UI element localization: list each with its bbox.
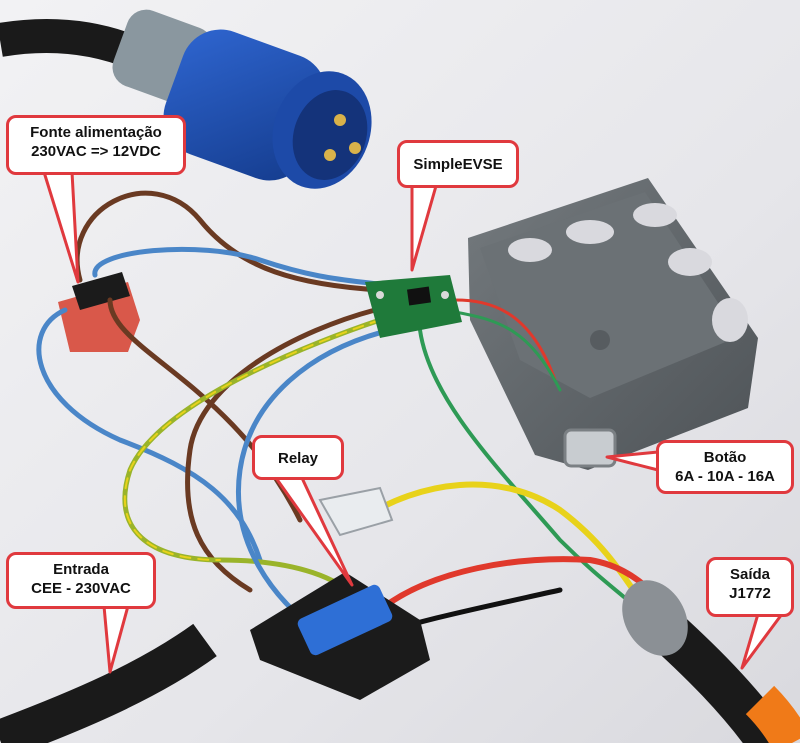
simpleevse-board	[365, 275, 462, 338]
wires	[36, 190, 658, 643]
cee-plug	[112, 9, 372, 189]
callout-entrada-line2: CEE - 230VAC	[31, 580, 131, 597]
callout-botao-line2: 6A - 10A - 16A	[675, 468, 775, 485]
callout-fonte-line2: 230VAC => 12VDC	[31, 143, 161, 160]
callout-botao: Botão 6A - 10A - 16A	[656, 440, 794, 494]
callout-saida-line2: J1772	[729, 585, 771, 602]
callout-simpleevse-line1: SimpleEVSE	[413, 156, 503, 173]
callout-saida-line1: Saída	[729, 566, 771, 583]
callout-relay: Relay	[252, 435, 344, 480]
power-supply	[58, 272, 140, 352]
callout-relay-line1: Relay	[277, 450, 319, 467]
callout-botao-line1: Botão	[703, 449, 747, 466]
callout-fonte-line1: Fonte alimentação	[30, 124, 162, 141]
callout-entrada: Entrada CEE - 230VAC	[6, 552, 156, 609]
callout-fonte: Fonte alimentação 230VAC => 12VDC	[6, 115, 186, 175]
callout-entrada-line1: Entrada	[53, 561, 109, 578]
input-cable-bottom	[0, 623, 217, 743]
relay-module	[250, 486, 430, 700]
callout-simpleevse: SimpleEVSE	[397, 140, 519, 188]
callout-saida: Saída J1772	[706, 557, 794, 617]
output-cable	[622, 580, 800, 743]
junction-box	[468, 178, 758, 470]
